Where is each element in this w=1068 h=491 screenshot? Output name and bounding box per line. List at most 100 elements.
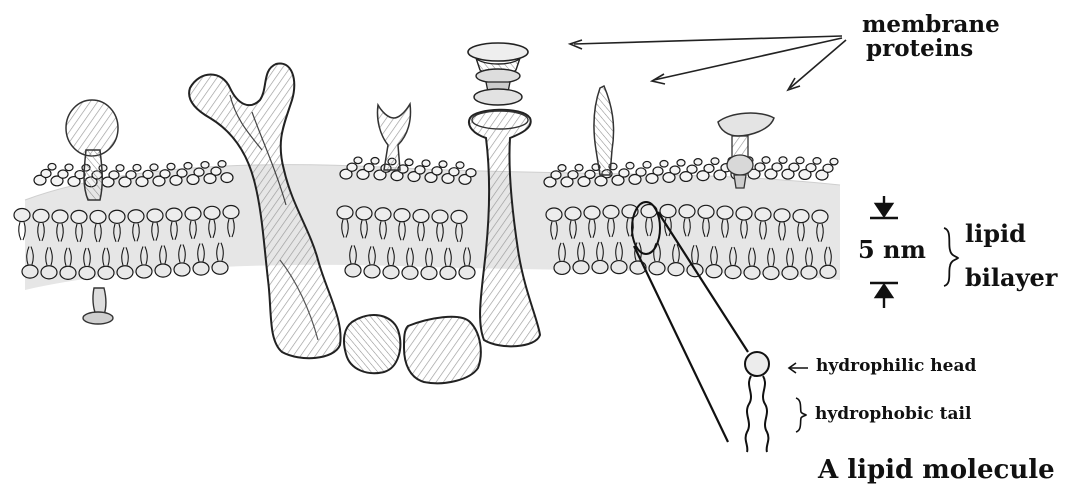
lipid-head	[573, 261, 589, 274]
lipid-head	[147, 209, 163, 222]
lipid-head	[184, 162, 192, 169]
lipid-head	[33, 209, 49, 222]
lipid-head	[653, 167, 663, 175]
lipid-head	[90, 210, 106, 223]
lipid-head	[762, 157, 770, 164]
lipid-head	[109, 210, 125, 223]
lipid-head	[174, 263, 190, 276]
lipid-head	[221, 173, 233, 183]
lipid-head	[660, 204, 676, 217]
lipid-head	[554, 261, 570, 274]
lipid-head	[459, 266, 475, 279]
lipid-head	[143, 170, 153, 178]
lipid-head	[155, 264, 171, 277]
lipid-head	[345, 264, 361, 277]
lipid-head	[451, 210, 467, 223]
lipid-head	[592, 260, 608, 273]
lipid-head	[717, 206, 733, 219]
lipid-head	[354, 157, 362, 164]
lipid-head	[402, 266, 418, 279]
lipid-head	[22, 265, 38, 278]
head-pointer-arrow	[789, 363, 808, 373]
lipid-head	[670, 166, 680, 174]
lipid-head	[820, 265, 836, 278]
lipid-head	[558, 165, 566, 172]
label-hydrophilic-head: hydrophilic head	[816, 356, 976, 376]
lipid-head	[52, 210, 68, 223]
lipid-head	[782, 266, 798, 279]
lipid-head	[736, 207, 752, 220]
lipid-head	[41, 266, 57, 279]
lipid-head	[565, 207, 581, 220]
lipid-head	[98, 266, 114, 279]
lipid-head	[575, 164, 583, 171]
lipid-head	[194, 168, 204, 176]
lipid-head	[347, 163, 357, 171]
lipid-head	[48, 163, 56, 170]
lipid-head	[79, 266, 95, 279]
lipid-head	[60, 266, 76, 279]
lipid-head	[449, 168, 459, 176]
membrane-protein-arrows	[570, 36, 846, 90]
lipid-head	[126, 171, 136, 179]
caption-lipid-molecule: A lipid molecule	[818, 455, 1055, 485]
lipid-head	[687, 165, 697, 173]
lipid-head	[136, 265, 152, 278]
lipid-head	[65, 164, 73, 171]
lipid-head	[755, 208, 771, 221]
lipid-head	[415, 166, 425, 174]
lipid-head	[694, 159, 702, 166]
lipid-head	[432, 210, 448, 223]
lipid-head	[439, 161, 447, 168]
label-hydrophobic-tail: hydrophobic tail	[815, 404, 971, 424]
lipid-head	[440, 266, 456, 279]
lipid-head	[744, 266, 760, 279]
lipid-head	[364, 164, 374, 172]
lipid-head	[364, 265, 380, 278]
lipid-head	[375, 208, 391, 221]
lipid-head	[413, 209, 429, 222]
lipid-head	[679, 205, 695, 218]
lipid-head	[801, 266, 817, 279]
peripheral-protein-spike	[594, 86, 614, 175]
lipid-head	[643, 161, 651, 168]
lipid-head	[432, 167, 442, 175]
protein-subunit-2	[404, 317, 481, 383]
lipid-head	[211, 167, 221, 175]
lipid-head	[551, 171, 561, 179]
lipid-head	[128, 210, 144, 223]
lipid-head	[166, 208, 182, 221]
lipid-head	[109, 171, 119, 179]
lipid-head	[212, 261, 228, 274]
lipid-head	[796, 157, 804, 164]
lipid-head	[422, 160, 430, 167]
lipid-head	[193, 262, 209, 275]
lipid-head	[218, 161, 226, 168]
lipid-tail	[19, 222, 26, 240]
lipid-head	[774, 209, 790, 222]
lipid-head	[466, 169, 476, 177]
lipid-head	[167, 163, 175, 170]
lipid-head	[626, 162, 634, 169]
lipid-head	[394, 209, 410, 222]
lipid-head	[793, 210, 809, 223]
lipid-head	[772, 163, 782, 171]
lipid-head	[813, 158, 821, 165]
lipid-head	[698, 205, 714, 218]
lipid-head	[677, 160, 685, 167]
lipid-head	[806, 164, 816, 172]
lipid-head	[823, 164, 833, 172]
lipid-head	[383, 266, 399, 279]
lipid-head	[763, 266, 779, 279]
lipid-head	[71, 210, 87, 223]
lipid-head	[711, 158, 719, 165]
lipid-head	[177, 169, 187, 177]
lipid-head	[812, 210, 828, 223]
bilayer-brace	[944, 228, 958, 286]
lipid-head	[611, 261, 627, 274]
lipid-head	[789, 163, 799, 171]
lipid-head	[421, 266, 437, 279]
tail-brace	[796, 398, 806, 432]
lipid-head	[619, 169, 629, 177]
lipid-head	[133, 164, 141, 171]
